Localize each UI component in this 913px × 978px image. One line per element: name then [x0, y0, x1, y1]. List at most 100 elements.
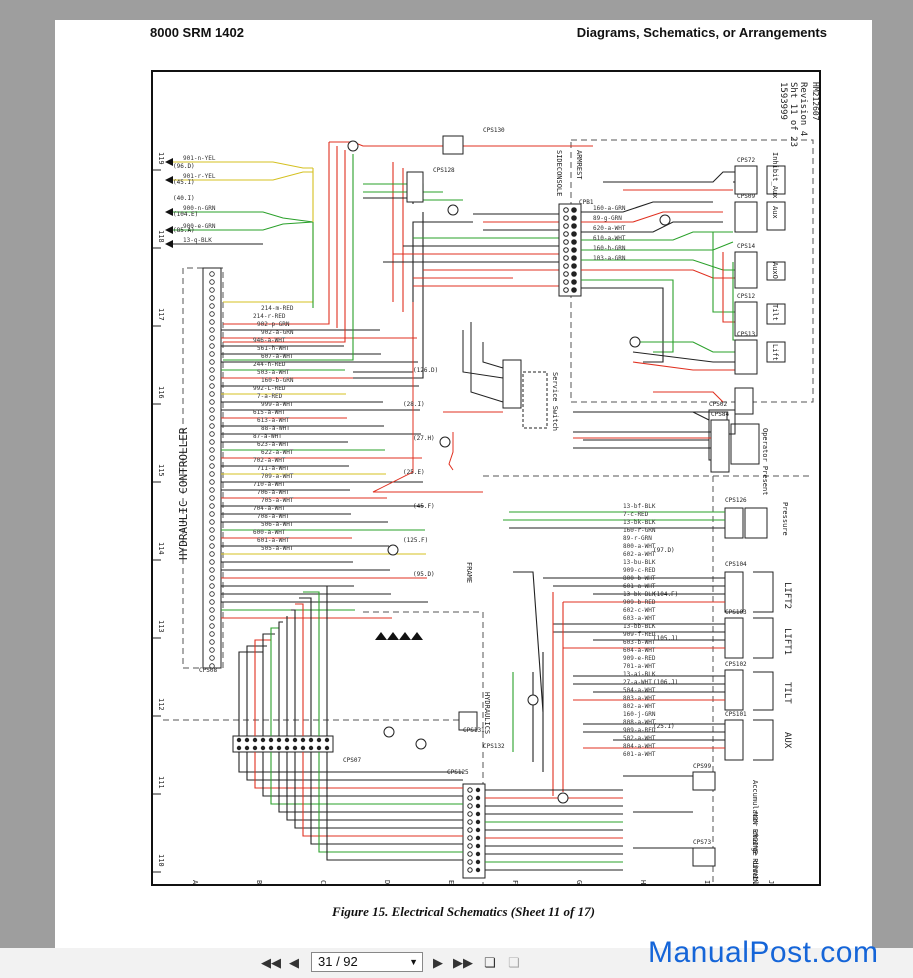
page-header-left: 8000 SRM 1402 [150, 25, 244, 40]
connector-label: CPS104 [725, 561, 747, 568]
connector-label: CPS13 [737, 331, 755, 338]
cross-reference: (45.F) [413, 503, 435, 510]
controller-pin [209, 495, 215, 501]
cps125-pin [475, 811, 481, 817]
first-page-icon[interactable]: ◀◀ [261, 955, 281, 970]
last-page-icon[interactable]: ▶▶ [453, 955, 473, 970]
wire-label: 89-g-GRN [593, 215, 622, 222]
wire-label: 602-a-WHT [623, 551, 656, 558]
armrest-pin [563, 207, 569, 213]
connector-label: CPS131 [463, 727, 485, 734]
lower-wire [294, 752, 463, 829]
controller-pin [209, 335, 215, 341]
controller-pin [209, 343, 215, 349]
wire-label: 7-a-RED [257, 393, 283, 400]
controller-pin [209, 559, 215, 565]
copy-page-icon[interactable]: ❏ [484, 955, 496, 970]
armrest-pin [571, 231, 577, 237]
armrest-pin [563, 271, 569, 277]
lower-connectors [232, 711, 486, 879]
paste-page-icon[interactable]: ❏ [508, 955, 520, 970]
controller-pin [209, 359, 215, 365]
lower-wire [246, 752, 463, 781]
cps07-pin [252, 745, 258, 751]
cps07-pin [260, 745, 266, 751]
connector-label: CPS125 [447, 769, 469, 776]
revision: Revision 4 [798, 82, 808, 136]
wire-label: 603-a-WHT [623, 615, 656, 622]
armrest-pin [571, 263, 577, 269]
document-page: 8000 SRM 1402 Diagrams, Schematics, or A… [55, 20, 872, 948]
area-label-sideconsole: SIDECONSOLE [555, 150, 563, 196]
page-number-select[interactable]: 31 / 92 ▼ [311, 952, 423, 972]
cps125-pin [467, 859, 473, 865]
column-letter: B [255, 880, 263, 884]
wire-label: 623-a-WHT [257, 441, 290, 448]
cps125-pin [467, 827, 473, 833]
ref-arrows [165, 158, 423, 640]
row-number: 116 [157, 386, 165, 399]
cps07-pin [300, 745, 306, 751]
row-number: 115 [157, 464, 165, 477]
column-letter: G [575, 880, 583, 884]
wire-label: 909-f-RED [623, 631, 656, 638]
wire-label: 615-a-WHT [253, 409, 286, 416]
wire-label: 27-a-WHT [623, 679, 652, 686]
chevron-down-icon: ▼ [409, 957, 418, 967]
cross-reference: (106.J) [653, 679, 678, 686]
label-aux-valve: AUX [782, 732, 792, 749]
cps125-pin [467, 835, 473, 841]
cps125-pin [475, 795, 481, 801]
wire-label: 706-a-WHT [257, 489, 290, 496]
cross-reference: (104.F) [653, 591, 678, 598]
lower-wire [310, 752, 463, 845]
lower-wire [246, 645, 267, 736]
controller-pin [209, 471, 215, 477]
armrest-pin [563, 215, 569, 221]
cps125-pin [475, 843, 481, 849]
controller-pin [209, 367, 215, 373]
prev-page-icon[interactable]: ◀ [289, 955, 299, 970]
controller-pin [209, 295, 215, 301]
lower-wire [307, 585, 328, 736]
controller-pin [209, 319, 215, 325]
armrest-pin [563, 263, 569, 269]
label-lift1: LIFT1 [782, 628, 792, 655]
armrest-pin [571, 247, 577, 253]
cps07-pin [276, 737, 282, 743]
wire-label: 160-a-GRN [593, 205, 626, 212]
row-number: 110 [157, 854, 165, 867]
armrest-pin [563, 247, 569, 253]
controller-pin [209, 503, 215, 509]
schematic-text: 1593999 Sht 11 of 23 Revision 4 HM212607… [465, 82, 819, 884]
drawing-id: 1593999 [778, 82, 788, 120]
cross-reference: (125.F) [403, 537, 428, 544]
next-page-icon[interactable]: ▶ [433, 955, 443, 970]
controller-pin [209, 583, 215, 589]
armrest-pin [563, 231, 569, 237]
label-pressure: Pressure [781, 502, 789, 536]
cps125-pin [467, 811, 473, 817]
wire-label: 160-h-GRN [593, 245, 626, 252]
wire-label: 7-c-RED [623, 511, 649, 518]
lower-wire [299, 597, 312, 736]
cps125-pin [475, 859, 481, 865]
lower-right-connectors [692, 507, 774, 867]
label-lowering: NON ENGINE RUNNING BUT IGNITION ON LOWER… [751, 812, 759, 884]
controller-pin [209, 447, 215, 453]
cross-reference: (97.D) [653, 547, 675, 554]
cps125-pin [475, 787, 481, 793]
splice-nodes [347, 140, 671, 804]
wire-label: 13-bk-BLK [623, 591, 656, 598]
controller-pin [209, 463, 215, 469]
controller-pin [209, 327, 215, 333]
wire-label: 909-b-RED [623, 599, 656, 606]
area-boundaries [163, 139, 814, 884]
controller-pin [209, 615, 215, 621]
operator-present [573, 411, 760, 473]
connector-label: CPS14 [737, 243, 755, 250]
row-number: 114 [157, 542, 165, 555]
wire-label: 160-r-GRN [623, 527, 656, 534]
cps125-pin [467, 851, 473, 857]
